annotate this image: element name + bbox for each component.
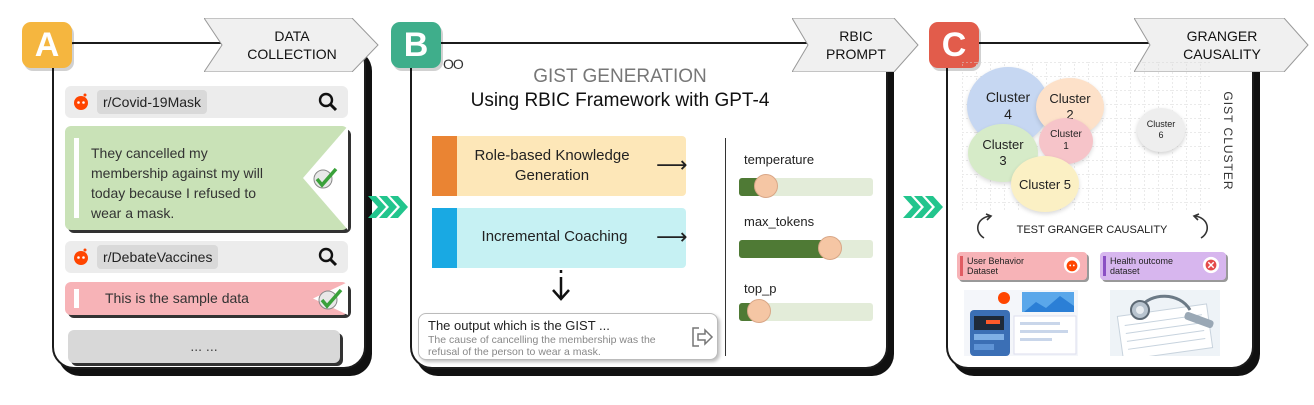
tag-arrow-shape (792, 18, 919, 72)
arrow-right-icon: ⟶ (656, 152, 688, 177)
cluster-5[interactable]: Cluster 5 (1011, 156, 1079, 212)
badge-c: C (929, 22, 979, 68)
tag-granger-causality: GRANGER CAUSALITY (1134, 18, 1310, 72)
post-card-2[interactable]: This is the sample data (65, 282, 348, 315)
slider-handle[interactable] (818, 236, 843, 260)
param-label: temperature (744, 152, 815, 167)
more-items-row[interactable]: ... ... (68, 330, 340, 363)
dataset-accent (1103, 256, 1106, 276)
gist-output-box[interactable]: The output which is the GIST ... The cau… (418, 313, 718, 360)
subreddit-label: r/Covid-19Mask (97, 90, 208, 114)
slider-fill (739, 240, 831, 258)
check-icon (318, 288, 343, 310)
badge-a: A (22, 22, 72, 68)
search-row-2[interactable]: r/DebateVaccines (65, 241, 348, 273)
max-tokens-slider[interactable] (739, 236, 873, 260)
health-outcome-dataset[interactable]: Health outcome dataset (1100, 252, 1226, 280)
tag-rbic-prompt: RBIC PROMPT (792, 18, 920, 72)
export-icon[interactable] (690, 326, 714, 348)
temperature-slider[interactable] (739, 174, 873, 198)
user-behavior-dataset[interactable]: User Behavior Dataset (957, 252, 1087, 280)
card-accent-bar (74, 289, 79, 308)
badge-b: B (391, 22, 441, 68)
arrow-down-icon (552, 270, 570, 301)
gist-title: GIST GENERATION (533, 66, 707, 87)
health-icon (1202, 256, 1220, 274)
incremental-coaching-box[interactable]: Incremental Coaching ⟶ (432, 208, 688, 268)
cluster-6[interactable]: Cluster 6 (1137, 108, 1185, 152)
reddit-icon (74, 248, 88, 265)
divider-line (725, 138, 726, 356)
top-p-slider[interactable] (739, 299, 873, 323)
tag-data-collection: DATA COLLECTION (204, 18, 380, 72)
curved-arrow-right-icon (1192, 213, 1208, 239)
post-card-1[interactable]: They cancelled my membership against my … (65, 126, 348, 230)
post-text: This is the sample data (105, 290, 249, 306)
tag-arrow-shape (1134, 18, 1309, 72)
check-icon (313, 167, 338, 189)
test-granger-label: TEST GRANGER CAUSALITY (1016, 224, 1168, 236)
search-row-1[interactable]: r/Covid-19Mask (65, 86, 348, 118)
box-label: Role-based Knowledge Generation (474, 147, 630, 184)
flow-chevrons-icon (903, 196, 943, 218)
reddit-icon (1063, 256, 1081, 274)
gist-cluster-label: GIST CLUSTER (1221, 91, 1235, 191)
flow-chevrons-icon (368, 196, 408, 218)
circles-icon: OO (443, 56, 464, 72)
gist-subtitle: Using RBIC Framework with GPT-4 (470, 90, 770, 111)
tag-arrow-shape (204, 18, 379, 72)
output-title: The output which is the GIST ... (428, 318, 610, 333)
arrow-right-icon: ⟶ (656, 224, 688, 249)
reddit-icon (74, 93, 88, 110)
box-accent (432, 136, 457, 196)
slider-handle[interactable] (753, 174, 778, 198)
box-label: Incremental Coaching (481, 228, 628, 245)
param-label: max_tokens (744, 214, 815, 229)
medical-image (1110, 290, 1220, 356)
subreddit-label: r/DebateVaccines (97, 245, 219, 269)
box-accent (432, 208, 457, 268)
post-text: They cancelled my membership against my … (91, 145, 263, 221)
dataset-accent (960, 256, 963, 276)
param-label: top_p (744, 281, 777, 296)
tag-text: DATA COLLECTION (247, 28, 337, 62)
role-based-box[interactable]: Role-based Knowledge Generation ⟶ (432, 136, 688, 196)
card-accent-bar (74, 138, 79, 218)
tag-text: GRANGER CAUSALITY (1183, 28, 1261, 62)
tag-text: RBIC PROMPT (826, 28, 886, 62)
social-media-image (964, 290, 1078, 356)
output-text: The cause of cancelling the membership w… (428, 334, 656, 358)
dataset-label: Health outcome dataset (1110, 256, 1174, 276)
dataset-label: User Behavior Dataset (967, 256, 1025, 276)
search-icon[interactable] (318, 92, 338, 112)
search-icon[interactable] (318, 247, 338, 267)
curved-arrow-left-icon (977, 213, 993, 239)
slider-handle[interactable] (747, 299, 772, 323)
